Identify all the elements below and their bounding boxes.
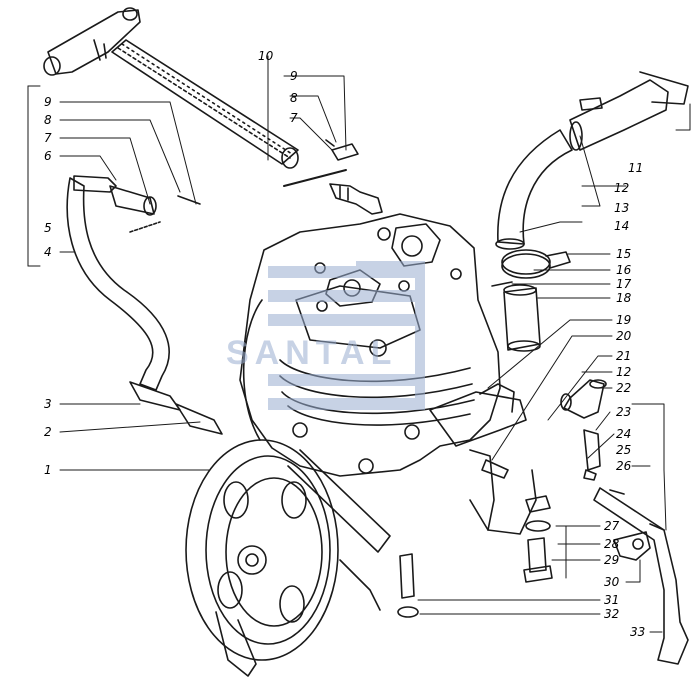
callout-9-top: 9 (290, 69, 298, 83)
hose-10 (111, 39, 299, 169)
sleeve-18 (503, 284, 541, 352)
callout-11: 11 (628, 161, 643, 175)
callout-25: 25 (616, 443, 631, 457)
callout-6: 6 (44, 149, 52, 163)
callout-30: 30 (604, 575, 620, 589)
bolt-17 (491, 281, 513, 287)
callout-16: 16 (616, 263, 632, 277)
elbow-fitting-22 (560, 379, 607, 419)
tube-25-26 (593, 487, 689, 665)
fitting-23-24 (583, 429, 601, 481)
hose-assembly-left (66, 175, 223, 435)
bracket-30 (613, 531, 651, 561)
callout-26: 26 (616, 459, 632, 473)
callout-14: 14 (614, 219, 629, 233)
callout-28: 28 (604, 537, 620, 551)
watermark-text: SANTAL (226, 334, 397, 372)
callout-1: 1 (44, 463, 52, 477)
callout-19: 19 (616, 313, 631, 327)
callout-32: 32 (604, 607, 619, 621)
bolt-29 (523, 537, 553, 583)
callout-2: 2 (44, 425, 52, 439)
callout-24: 24 (616, 427, 631, 441)
callout-27: 27 (604, 519, 620, 533)
callout-10: 10 (258, 49, 274, 63)
callout-5: 5 (44, 221, 52, 235)
union-fitting-top (329, 183, 383, 215)
watermark-logo: SANTAL (226, 261, 425, 410)
callout-29: 29 (604, 553, 619, 567)
callout-labels: 10 9 8 7 9 8 7 6 5 4 3 2 1 11 12 13 14 1… (44, 49, 645, 639)
callout-20: 20 (616, 329, 632, 343)
callout-22: 22 (616, 381, 631, 395)
callout-33: 33 (630, 625, 645, 639)
callout-7-left: 7 (44, 131, 52, 145)
clamp-16 (501, 249, 571, 279)
callout-12-top: 12 (614, 181, 629, 195)
callout-23: 23 (616, 405, 631, 419)
callout-4: 4 (44, 245, 52, 259)
callout-31: 31 (604, 593, 619, 607)
callout-17: 17 (616, 277, 632, 291)
stud-31-32 (397, 553, 419, 618)
callout-3: 3 (44, 397, 52, 411)
callout-18: 18 (616, 291, 632, 305)
callout-12-bottom: 12 (616, 365, 631, 379)
callout-8-left: 8 (44, 113, 52, 127)
pulley-1 (185, 439, 391, 677)
callout-8-top: 8 (290, 91, 298, 105)
elbow-pipe-right (495, 71, 689, 250)
nut-washer-27-28 (525, 495, 551, 532)
callout-15: 15 (616, 247, 631, 261)
callout-7-top: 7 (290, 111, 298, 125)
callout-21: 21 (616, 349, 631, 363)
hose-clamp-top (283, 139, 359, 187)
callout-9-left: 9 (44, 95, 52, 109)
screw-20 (481, 459, 509, 479)
leader-lines (27, 55, 691, 633)
pipe-elbow-top-left (43, 7, 141, 76)
callout-13: 13 (614, 201, 629, 215)
